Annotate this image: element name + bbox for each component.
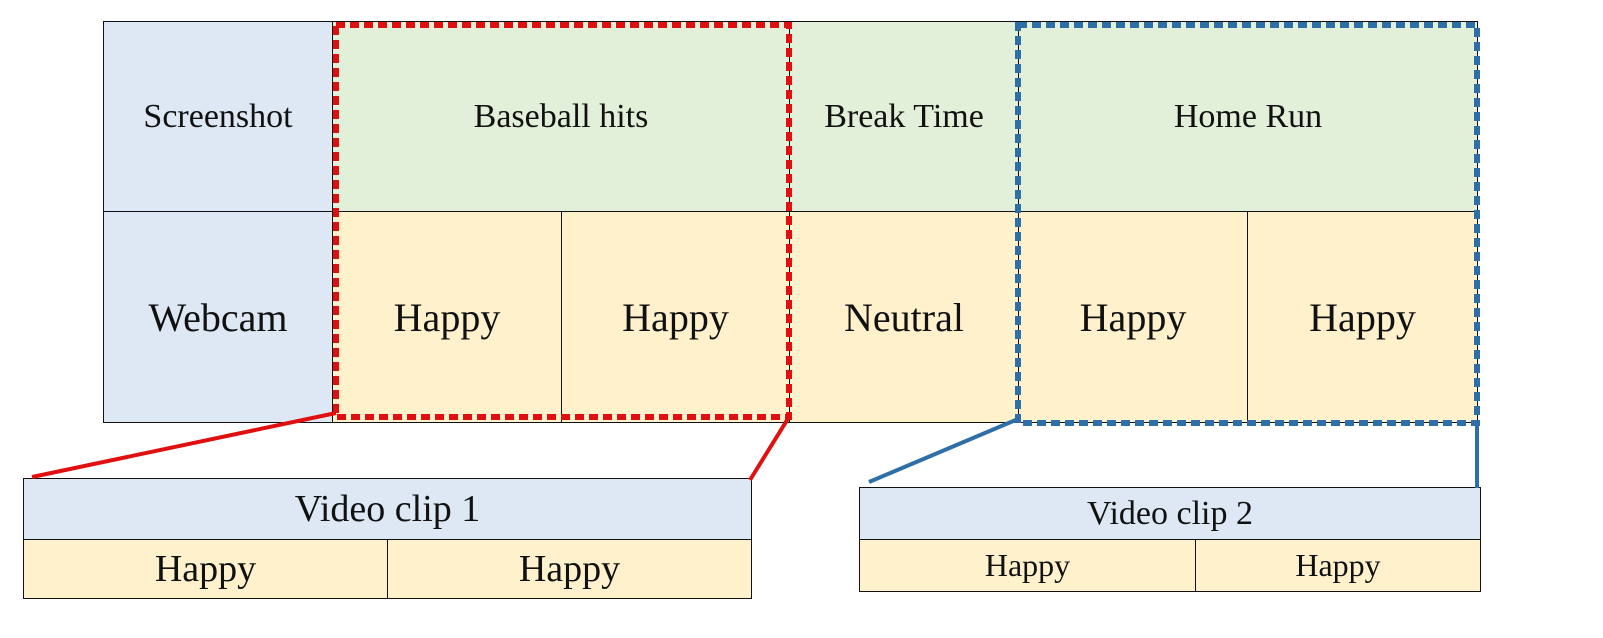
- video-clip-2-label: Happy: [1195, 539, 1481, 592]
- clip-1-connector-right: [748, 415, 791, 482]
- video-clip-2-label: Happy: [859, 539, 1196, 592]
- video-clip-2-title: Video clip 2: [859, 487, 1481, 540]
- webcam-cell: Neutral: [789, 211, 1019, 423]
- screenshot-cell-break-time: Break Time: [789, 21, 1019, 212]
- webcam-cell: Happy: [332, 211, 562, 423]
- row-label-screenshot: Screenshot: [103, 21, 333, 212]
- row-label-webcam: Webcam: [103, 211, 333, 423]
- webcam-cell: Happy: [1018, 211, 1248, 423]
- screenshot-cell-baseball-hits: Baseball hits: [332, 21, 790, 212]
- screenshot-cell-home-run: Home Run: [1018, 21, 1478, 212]
- webcam-cell: Happy: [561, 211, 790, 423]
- webcam-cell: Happy: [1247, 211, 1478, 423]
- video-clip-1-label: Happy: [387, 539, 752, 599]
- video-clip-1-label: Happy: [23, 539, 388, 599]
- video-clip-1-title: Video clip 1: [23, 478, 752, 540]
- clip-2-connector-left: [868, 417, 1019, 484]
